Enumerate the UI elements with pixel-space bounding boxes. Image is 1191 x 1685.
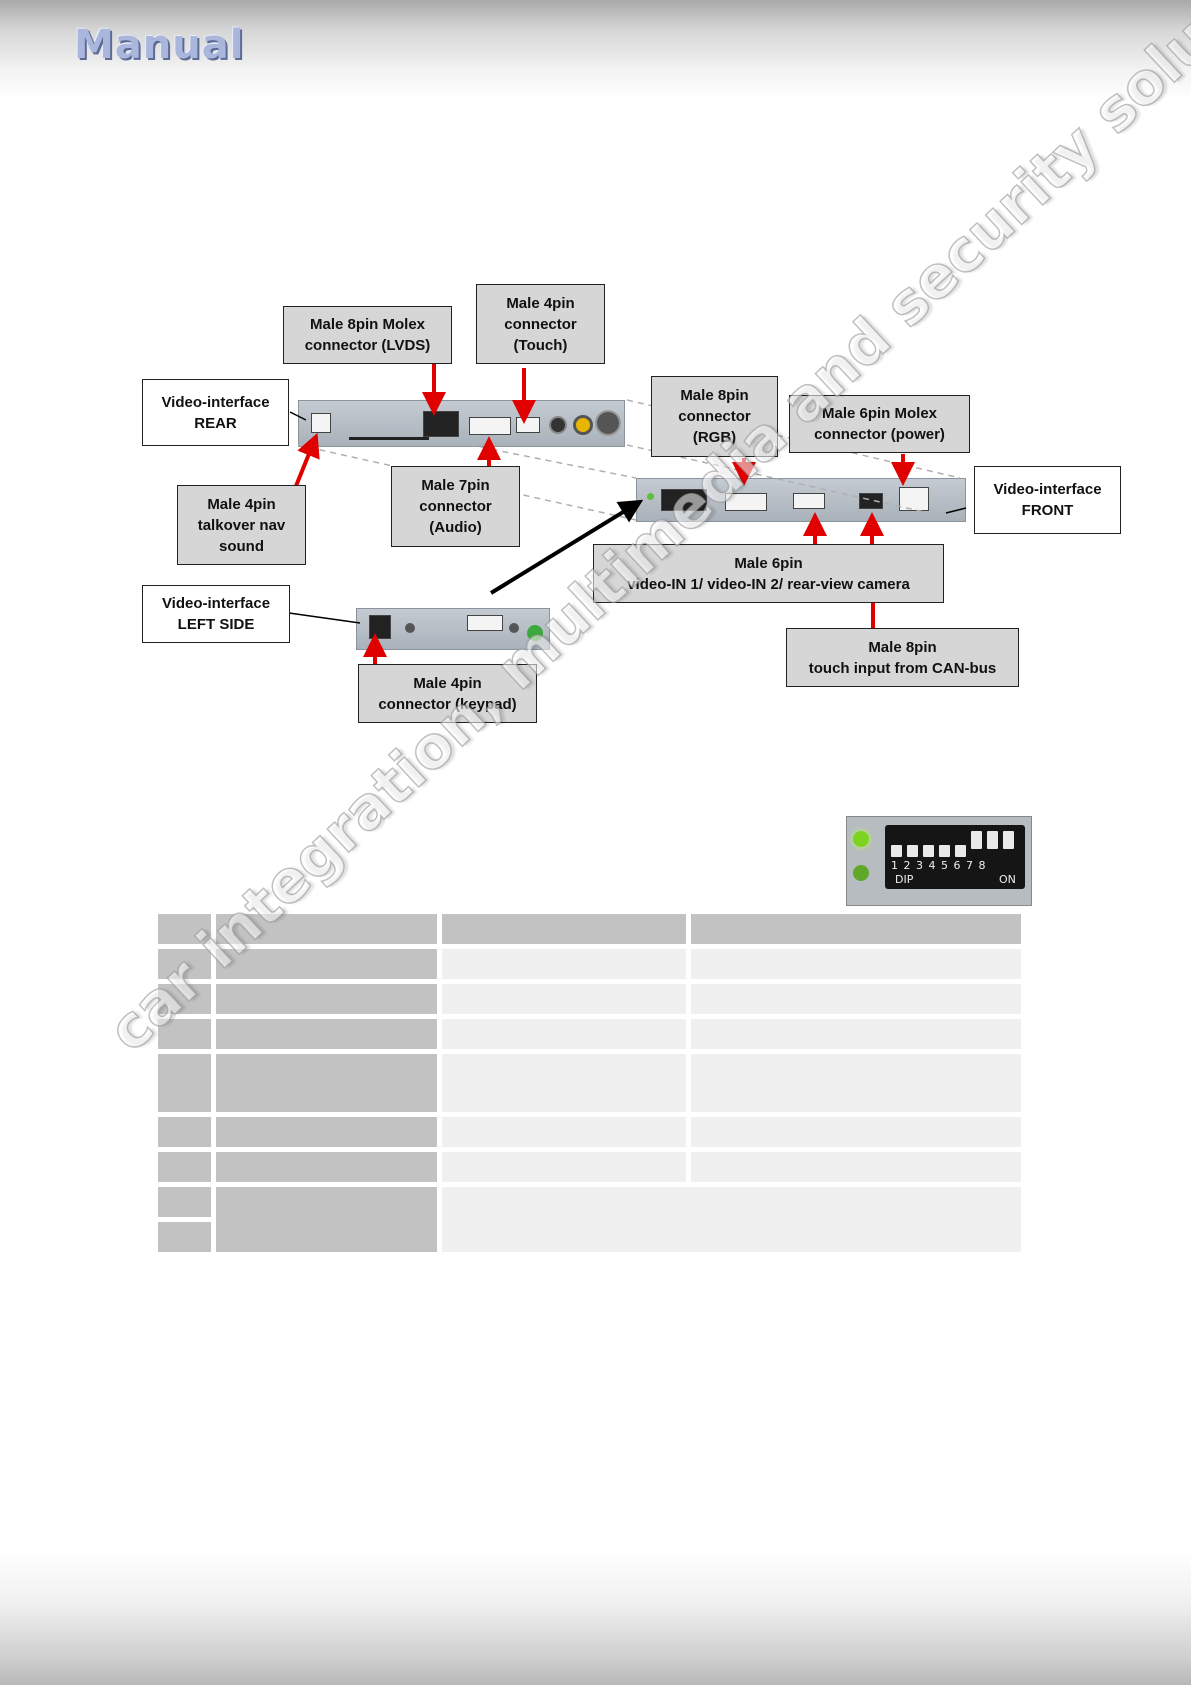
table-row (158, 1117, 1021, 1147)
table-cell (442, 949, 686, 979)
table-cell (215, 949, 438, 979)
screw-icon (509, 623, 519, 633)
left-side-interface-device (356, 608, 550, 650)
table-cell (442, 1117, 686, 1147)
talkover-port (311, 413, 331, 433)
dip-switch-6 (971, 831, 982, 849)
video-in-port (793, 493, 825, 509)
table-cell (158, 1117, 211, 1147)
dip-numbers: 1 2 3 4 5 6 7 8 (891, 859, 987, 872)
page-footer (0, 1550, 1191, 1685)
table-row (158, 1187, 1021, 1252)
table-cell (442, 1152, 686, 1182)
table-cell (158, 1054, 211, 1112)
green-sticker (527, 625, 543, 641)
table-cell (442, 1019, 686, 1049)
table-cell (690, 1054, 1021, 1112)
power-port (899, 487, 929, 511)
table-cell (215, 984, 438, 1014)
callout-talkover: Male 4pin talkover nav sound (177, 485, 306, 565)
dip-switch-block: 1 2 3 4 5 6 7 8 DIP ON (885, 825, 1025, 889)
table-cell (158, 1152, 211, 1182)
manual-logo: Manual (74, 22, 245, 68)
callout-touch: Male 4pin connector (Touch) (476, 284, 605, 364)
table-row (158, 1222, 1021, 1252)
table-cell (690, 949, 1021, 979)
table-cell (215, 1054, 438, 1112)
can-bus-port (859, 493, 883, 509)
rca-yellow (573, 415, 593, 435)
on-text: ON (999, 873, 1016, 886)
header-cell (158, 914, 211, 944)
header-cell (215, 914, 438, 944)
table-row (158, 1019, 1021, 1049)
callout-can-bus: Male 8pin touch input from CAN-bus (786, 628, 1019, 687)
led-icon (647, 493, 654, 500)
callout-rgb: Male 8pin connector (RGB) (651, 376, 778, 457)
table-cell (690, 984, 1021, 1014)
callout-video-in: Male 6pin video-IN 1/ video-IN 2/ rear-v… (593, 544, 944, 603)
table-row (158, 1054, 1021, 1112)
dip-switch-2 (907, 845, 918, 857)
callout-audio: Male 7pin connector (Audio) (391, 466, 520, 547)
table-cell (442, 984, 686, 1014)
header-cell (442, 914, 686, 944)
led-green-2 (853, 865, 869, 881)
rgb-port (725, 493, 767, 511)
table-header-row (158, 914, 1021, 944)
table-cell (690, 1152, 1021, 1182)
screw-icon (405, 623, 415, 633)
callout-lvds: Male 8pin Molex connector (LVDS) (283, 306, 452, 364)
page-header: Manual (0, 0, 1191, 100)
table-cell (158, 984, 211, 1014)
table-cell (215, 1152, 438, 1182)
dip-switch-8 (1003, 831, 1014, 849)
table-row (158, 1152, 1021, 1182)
callout-rear-interface: Video-interface REAR (142, 379, 289, 446)
table-row (158, 984, 1021, 1014)
table-cell (690, 1019, 1021, 1049)
header-cell (690, 914, 1021, 944)
table-cell (158, 949, 211, 979)
dip-switch-4 (939, 845, 950, 857)
dip-switch-1 (891, 845, 902, 857)
dip-switch-3 (923, 845, 934, 857)
table-cell (158, 1019, 211, 1049)
sticker (467, 615, 503, 631)
dip-settings-table (153, 909, 1026, 1257)
callout-power: Male 6pin Molex connector (power) (789, 395, 970, 453)
table-cell (442, 1054, 686, 1112)
table-cell (158, 1222, 211, 1252)
table-cell (690, 1117, 1021, 1147)
table-cell (442, 1187, 1021, 1252)
sd-slot (349, 437, 429, 440)
dip-switch-port (661, 489, 707, 511)
dip-switch-5 (955, 845, 966, 857)
table-cell (158, 1187, 211, 1217)
table-cell (215, 1187, 438, 1252)
led-green-1 (853, 831, 869, 847)
callout-keypad: Male 4pin connector (keypad) (358, 664, 537, 723)
audio-port (469, 417, 511, 435)
table-cell (215, 1117, 438, 1147)
rca-black (549, 416, 567, 434)
dip-text: DIP (895, 873, 914, 886)
dip-switch-7 (987, 831, 998, 849)
callout-left-side-interface: Video-interface LEFT SIDE (142, 585, 290, 643)
table-row (158, 949, 1021, 979)
antenna-port (595, 410, 621, 436)
dip-switch-photo: 1 2 3 4 5 6 7 8 DIP ON (846, 816, 1032, 906)
callout-front-interface: Video-interface FRONT (974, 466, 1121, 534)
table-cell (215, 1019, 438, 1049)
